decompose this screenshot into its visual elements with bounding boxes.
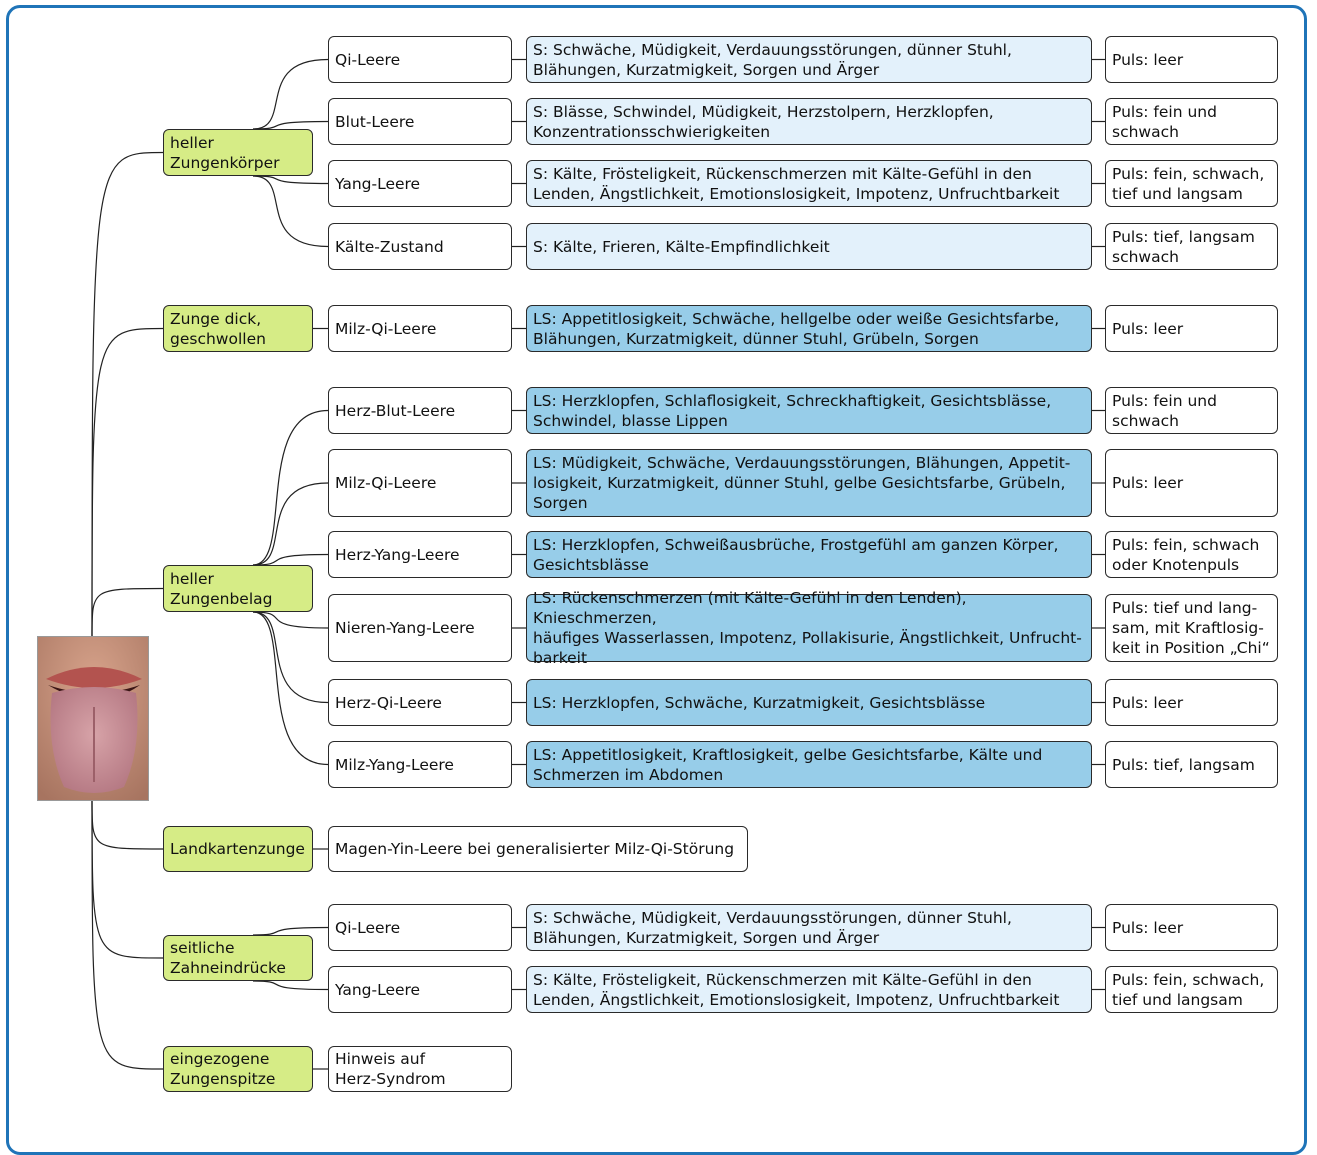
category-connector [91, 800, 164, 959]
syndrome-box: Qi-Leere [328, 904, 512, 951]
syndrome-connector [252, 611, 329, 766]
syndrome-box: Nieren-Yang-Leere [328, 594, 512, 662]
pulse-box: Puls: fein, schwach, tief und langsam [1105, 966, 1278, 1013]
category-box: heller Zungenbelag [163, 565, 313, 612]
category-box: eingezogene Zungenspitze [163, 1046, 313, 1092]
syndrome-box: Herz-Qi-Leere [328, 679, 512, 726]
syndrome-box: Milz-Qi-Leere [328, 305, 512, 352]
symptom-box: LS: Herzklopfen, Schlaflosigkeit, Schrec… [526, 387, 1092, 434]
category-box: heller Zungenkörper [163, 129, 313, 176]
pulse-box: Puls: fein, schwach oder Knotenpuls [1105, 531, 1278, 578]
symptom-box: LS: Rückenschmerzen (mit Kälte-Gefühl in… [526, 589, 1092, 667]
category-box: Zunge dick, geschwollen [163, 305, 313, 352]
pulse-box: Puls: tief, langsam [1105, 741, 1278, 788]
syndrome-connector [252, 58, 329, 130]
symptom-box: S: Kälte, Frösteligkeit, Rückenschmerzen… [526, 160, 1092, 207]
syndrome-connector [252, 553, 329, 566]
pulse-box: Puls: fein und schwach [1105, 98, 1278, 145]
category-connector [91, 800, 164, 850]
symptom-box: S: Blässe, Schwindel, Müdigkeit, Herzsto… [526, 98, 1092, 145]
symptom-box: LS: Herzklopfen, Schweißausbrüche, Frost… [526, 531, 1092, 578]
syndrome-box: Hinweis auf Herz-Syndrom [328, 1046, 512, 1092]
symptom-box: S: Schwäche, Müdigkeit, Verdauungsstörun… [526, 904, 1092, 951]
syndrome-box: Blut-Leere [328, 98, 512, 145]
syndrome-connector [252, 120, 329, 130]
pulse-box: Puls: leer [1105, 305, 1278, 352]
pulse-box: Puls: leer [1105, 449, 1278, 517]
syndrome-connector [252, 482, 329, 566]
syndrome-connector [252, 980, 329, 991]
pulse-box: Puls: tief und lang- sam, mit Kraftlosig… [1105, 594, 1278, 662]
syndrome-box: Herz-Yang-Leere [328, 531, 512, 578]
category-connector [91, 587, 164, 637]
syndrome-connector [252, 175, 329, 248]
pulse-box: Puls: leer [1105, 679, 1278, 726]
syndrome-connector [252, 409, 329, 566]
category-connector [91, 327, 164, 637]
pulse-box: Puls: leer [1105, 36, 1278, 83]
category-connector [91, 151, 164, 637]
syndrome-connector [252, 175, 329, 185]
pulse-box: Puls: leer [1105, 904, 1278, 951]
symptom-box: S: Schwäche, Müdigkeit, Verdauungsstörun… [526, 36, 1092, 83]
syndrome-box: Kälte-Zustand [328, 223, 512, 270]
syndrome-box: Milz-Qi-Leere [328, 449, 512, 517]
symptom-box: LS: Müdigkeit, Schwäche, Verdauungsstöru… [526, 449, 1092, 517]
syndrome-box: Magen-Yin-Leere bei generalisierter Milz… [328, 826, 748, 872]
symptom-box: LS: Appetitlosigkeit, Schwäche, hellgelb… [526, 305, 1092, 352]
tongue-photo [37, 636, 149, 801]
symptom-box: S: Kälte, Frösteligkeit, Rückenschmerzen… [526, 966, 1092, 1013]
symptom-box: S: Kälte, Frieren, Kälte-Empfindlichkeit [526, 223, 1092, 270]
pulse-box: Puls: fein, schwach, tief und langsam [1105, 160, 1278, 207]
syndrome-connector [252, 611, 329, 704]
syndrome-box: Qi-Leere [328, 36, 512, 83]
syndrome-box: Yang-Leere [328, 966, 512, 1013]
category-connector [91, 800, 164, 1070]
category-box: Landkartenzunge [163, 826, 313, 872]
symptom-box: LS: Appetitlosigkeit, Kraftlosigkeit, ge… [526, 741, 1092, 788]
syndrome-connector [252, 611, 329, 629]
pulse-box: Puls: fein und schwach [1105, 387, 1278, 434]
symptom-box: LS: Herzklopfen, Schwäche, Kurzatmigkeit… [526, 679, 1092, 726]
syndrome-box: Herz-Blut-Leere [328, 387, 512, 434]
syndrome-box: Milz-Yang-Leere [328, 741, 512, 788]
syndrome-box: Yang-Leere [328, 160, 512, 207]
syndrome-connector [252, 926, 329, 936]
connector-lines [91, 58, 1105, 1070]
category-box: seitliche Zahneindrücke [163, 935, 313, 981]
pulse-box: Puls: tief, langsam schwach [1105, 223, 1278, 270]
